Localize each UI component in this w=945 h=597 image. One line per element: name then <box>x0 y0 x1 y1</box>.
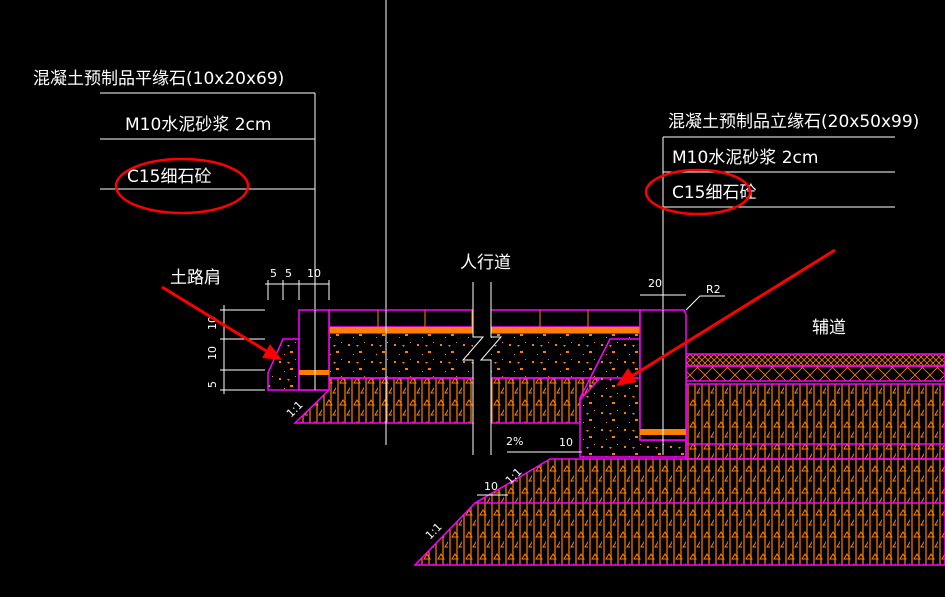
dimensions <box>220 280 725 496</box>
dim-top-2: 5 <box>285 267 292 280</box>
right-callout-layer2: C15细石砼 <box>672 183 757 203</box>
highlight-ellipse-left <box>114 157 250 215</box>
sidewalk-base-layer <box>293 377 602 424</box>
dim-step2: 10 <box>484 480 498 493</box>
dim-slope: 2% <box>506 435 523 448</box>
left-callout-title: 混凝土预制品平缘石(10x20x69) <box>33 69 284 89</box>
left-callout: 混凝土预制品平缘石(10x20x69) M10水泥砂浆 2cm C15细石砼 <box>33 69 315 215</box>
side-road-structure <box>685 353 945 460</box>
break-line <box>461 282 503 457</box>
left-curb-mortar <box>299 370 329 375</box>
dim-left-3: 5 <box>206 381 219 388</box>
dim-top-3: 10 <box>307 267 321 280</box>
dim-radius: R2 <box>706 283 721 296</box>
right-callout-layer1: M10水泥砂浆 2cm <box>672 148 818 168</box>
highlight-ellipse-right <box>644 168 752 216</box>
sidewalk-label: 人行道 <box>460 253 511 273</box>
left-curb <box>298 309 330 391</box>
left-callout-layer2: C15细石砼 <box>127 167 212 187</box>
dim-left-2: 10 <box>206 346 219 360</box>
annotation-arrow-left <box>161 285 282 360</box>
dim-curb-width: 20 <box>648 277 662 290</box>
shoulder-label: 土路肩 <box>170 268 221 288</box>
left-callout-layer1: M10水泥砂浆 2cm <box>125 115 271 135</box>
dim-step1: 10 <box>559 436 573 449</box>
embankment-base <box>413 458 945 566</box>
dim-top-1: 5 <box>270 267 277 280</box>
right-callout-title: 混凝土预制品立缘石(20x50x99) <box>668 112 919 132</box>
right-callout: 混凝土预制品立缘石(20x50x99) M10水泥砂浆 2cm C15细石砼 <box>644 112 919 216</box>
annotation-arrow-right <box>616 248 836 386</box>
side-road-label: 辅道 <box>812 318 846 338</box>
